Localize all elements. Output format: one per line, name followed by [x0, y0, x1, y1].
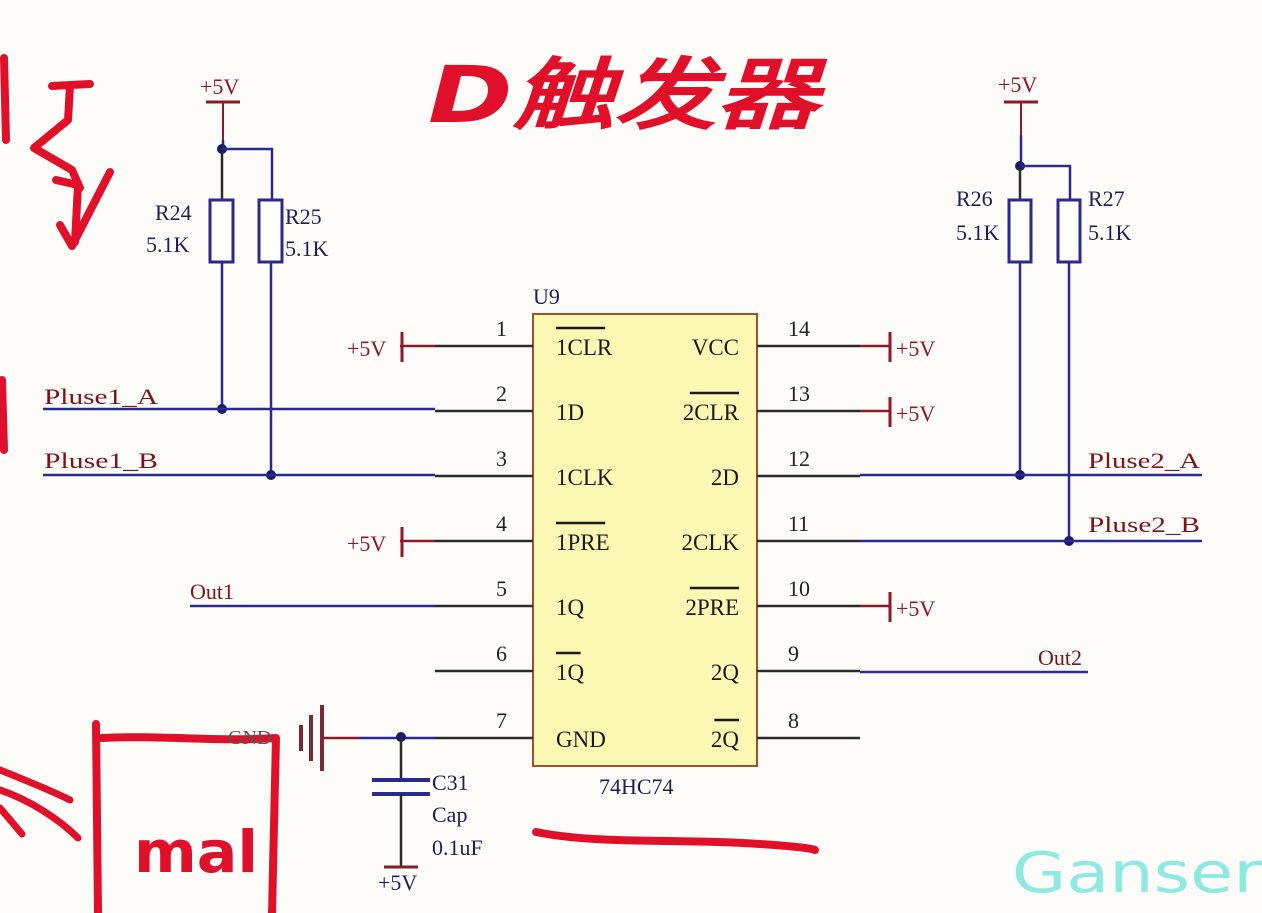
- pen-underline: [532, 828, 819, 854]
- resistor-group-left: +5V R24 5.1K R25 5.1K: [146, 74, 329, 480]
- pin-number: 12: [788, 446, 810, 471]
- pin-number: 3: [496, 446, 507, 471]
- power-label-vcc: +5V: [896, 401, 935, 426]
- power-label-gnd: GND: [228, 727, 271, 749]
- power-label-vcc: +5V: [896, 596, 935, 621]
- pin-number: 9: [788, 641, 799, 666]
- resistor-r27[interactable]: [1056, 198, 1082, 264]
- capacitor-type: Cap: [432, 802, 467, 827]
- power-label-vcc: +5V: [896, 336, 935, 361]
- wire: [222, 147, 274, 200]
- chip-ref: U9: [533, 284, 560, 309]
- net-label-out1: Out1: [190, 579, 234, 604]
- power-label-vcc: +5V: [998, 72, 1037, 97]
- resistor-value: 5.1K: [956, 220, 1000, 245]
- resistor-r26[interactable]: [1007, 198, 1033, 264]
- capacitor-value: 0.1uF: [432, 835, 483, 860]
- resistor-ref: R27: [1088, 186, 1125, 211]
- chip-u9[interactable]: U9 74HC74: [532, 284, 758, 799]
- resistor-value: 5.1K: [146, 232, 190, 257]
- chip-part-number: 74HC74: [599, 774, 674, 799]
- right-wiring: +5V +5V Pluse2_A Pluse2_B +5V Out2: [860, 332, 1202, 674]
- pin-number: 13: [788, 381, 810, 406]
- pin-name: 1Q: [556, 595, 585, 620]
- net-label-pluse2-b: Pluse2_B: [1088, 512, 1200, 537]
- pin-name: 2Q: [711, 660, 740, 685]
- power-label-vcc: +5V: [347, 336, 386, 361]
- net-label-pluse1-a: Pluse1_A: [44, 384, 158, 409]
- resistor-ref: R26: [956, 186, 993, 211]
- pin-name: 2PRE: [685, 595, 739, 620]
- zigzag-arrow-icon: [30, 80, 114, 250]
- handwritten-annotations: [0, 54, 819, 913]
- power-label-vcc: +5V: [378, 870, 417, 895]
- pen-stroke-left-top: [0, 54, 10, 144]
- resistor-group-right: +5V R26 5.1K R27 5.1K: [956, 72, 1132, 546]
- pin-name: 2D: [711, 465, 739, 490]
- pin-number: 2: [496, 381, 507, 406]
- left-wiring: +5V Pluse1_A Pluse1_B +5V Out1 GND +5V C…: [43, 332, 483, 895]
- pen-sweep: [0, 766, 82, 842]
- pin-name: VCC: [692, 335, 739, 360]
- power-label-vcc: +5V: [347, 531, 386, 556]
- pin-name: 1CLK: [556, 465, 614, 490]
- pin-name: 2Q: [711, 727, 740, 752]
- pin-name: 1CLR: [556, 335, 613, 360]
- pin-number: 11: [788, 511, 809, 536]
- pin-number: 7: [496, 708, 507, 733]
- resistor-r25[interactable]: [257, 198, 284, 264]
- resistor-r24[interactable]: [208, 198, 235, 264]
- pin-name: 2CLR: [683, 400, 740, 425]
- resistor-value: 5.1K: [1088, 220, 1132, 245]
- pen-box: [92, 720, 280, 913]
- pin-number: 1: [496, 316, 507, 341]
- pin-number: 4: [496, 511, 507, 536]
- watermark-text: Ganser: [1012, 841, 1262, 906]
- ground-symbol-icon: [299, 705, 324, 771]
- resistor-ref: R24: [155, 200, 192, 225]
- pin-name: 1Q: [556, 660, 585, 685]
- resistor-value: 5.1K: [285, 236, 329, 261]
- pin-number: 14: [788, 316, 810, 341]
- title-annotation: D触发器: [428, 51, 828, 141]
- net-label-pluse2-a: Pluse2_A: [1088, 448, 1200, 473]
- pin-number: 6: [496, 641, 507, 666]
- pin-name: 2CLK: [682, 530, 740, 555]
- pin-name: GND: [556, 727, 606, 752]
- pin-name: 1PRE: [556, 530, 610, 555]
- pin-name: 1D: [556, 400, 584, 425]
- power-label-vcc: +5V: [200, 74, 239, 99]
- pin-number: 10: [788, 576, 810, 601]
- wire: [1020, 164, 1072, 200]
- boxed-annotation-text: mal: [134, 818, 258, 886]
- chip-body[interactable]: [532, 313, 758, 767]
- net-label-out2: Out2: [1038, 645, 1082, 670]
- capacitor-ref: C31: [432, 770, 469, 795]
- pin-number: 8: [788, 708, 799, 733]
- net-label-pluse1-b: Pluse1_B: [44, 448, 158, 473]
- pin-number: 5: [496, 576, 507, 601]
- resistor-ref: R25: [285, 204, 322, 229]
- pen-stroke-left-mid: [0, 376, 8, 454]
